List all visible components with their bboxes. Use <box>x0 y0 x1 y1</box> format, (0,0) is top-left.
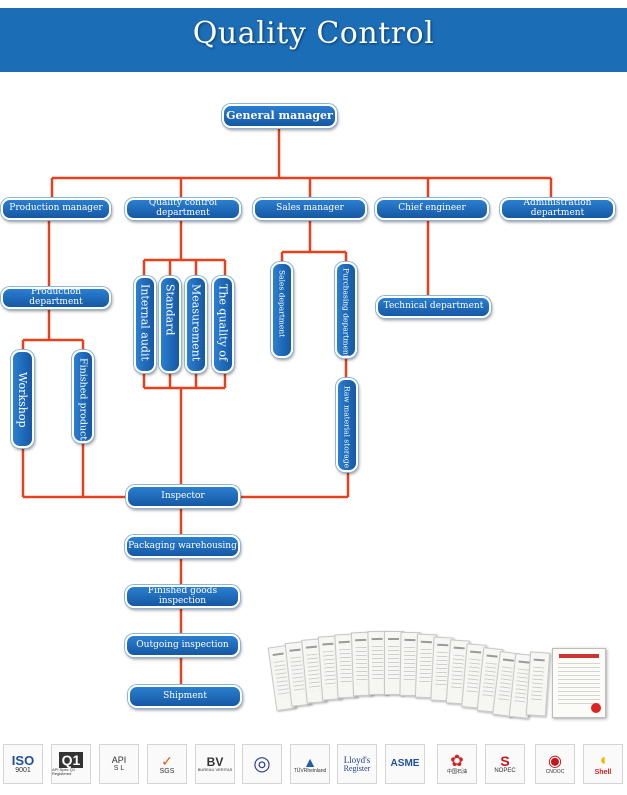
quality-control-department-node: Quality control department <box>125 198 241 220</box>
petrochina-logo: ✿ 中国石油 <box>437 744 477 784</box>
production-department-node: Production department <box>1 287 111 309</box>
sales-department-node: Sales department <box>271 262 293 358</box>
title-banner <box>0 8 627 72</box>
asme-logo: ASME <box>385 744 425 784</box>
technical-department-node: Technical department <box>376 296 491 318</box>
the-quality-of-node: The quality of <box>212 276 234 373</box>
page-title: Quality Control <box>192 16 435 51</box>
workshop-node: Workshop <box>11 350 34 448</box>
outgoing-inspection-node: Outgoing inspection <box>125 634 240 657</box>
purchasing-department-node: Purchasing department <box>335 262 357 358</box>
finished-products-node: Finished products <box>72 350 94 443</box>
sgs-logo: ✓ SGS <box>147 744 187 784</box>
measurement-node: Measurement <box>185 276 207 373</box>
tuv-rheinland-logo: ▲ TÜVRheinland <box>290 744 330 784</box>
sales-department-label: Sales department <box>277 270 287 338</box>
lloyds-register-logo: Lloyd's Register <box>337 744 377 784</box>
chief-engineer-node: Chief engineer <box>375 198 489 220</box>
the-quality-of-label: The quality of <box>216 284 230 361</box>
standard-node: Standard <box>159 276 181 373</box>
internal-audit-label: Internal audit <box>138 284 152 361</box>
raw-material-storage-node: Raw material storage <box>336 378 358 472</box>
raw-material-storage-label: Raw material storage <box>342 386 352 469</box>
api-q1-logo: Q1 API Spec Q1 Registered <box>51 744 91 784</box>
api-sl-logo: API S L <box>99 744 139 784</box>
shell-logo: ◖ Shell <box>583 744 623 784</box>
bureau-veritas-logo: BV BUREAU VERITAS <box>195 744 235 784</box>
finished-products-label: Finished products <box>77 358 89 443</box>
certification-logos: ISO 9001 Q1 API Spec Q1 Registered API S… <box>0 741 627 789</box>
administration-department-node: Administration department <box>500 198 615 220</box>
measurement-label: Measurement <box>189 284 203 362</box>
sinopec-logo: S NOPEC <box>485 744 525 784</box>
certificates-image <box>267 626 618 721</box>
inspector-node: Inspector <box>126 485 240 508</box>
purchasing-department-label: Purchasing department <box>341 268 351 358</box>
internal-audit-node: Internal audit <box>134 276 156 373</box>
packaging-warehousing-node: Packaging warehousing <box>125 535 240 558</box>
seal-logo: ◎ <box>242 744 282 784</box>
finished-goods-inspection-node: Finished goods inspection <box>125 585 240 608</box>
cnooc-logo: ◉ CNOOC <box>535 744 575 784</box>
sales-manager-node: Sales manager <box>253 198 367 220</box>
shipment-node: Shipment <box>128 685 242 708</box>
workshop-label: Workshop <box>16 372 29 428</box>
iso-logo: ISO 9001 <box>3 744 43 784</box>
production-manager-node: Production manager <box>1 198 111 220</box>
general-manager-node: General manager <box>222 104 337 128</box>
standard-label: Standard <box>163 284 177 336</box>
